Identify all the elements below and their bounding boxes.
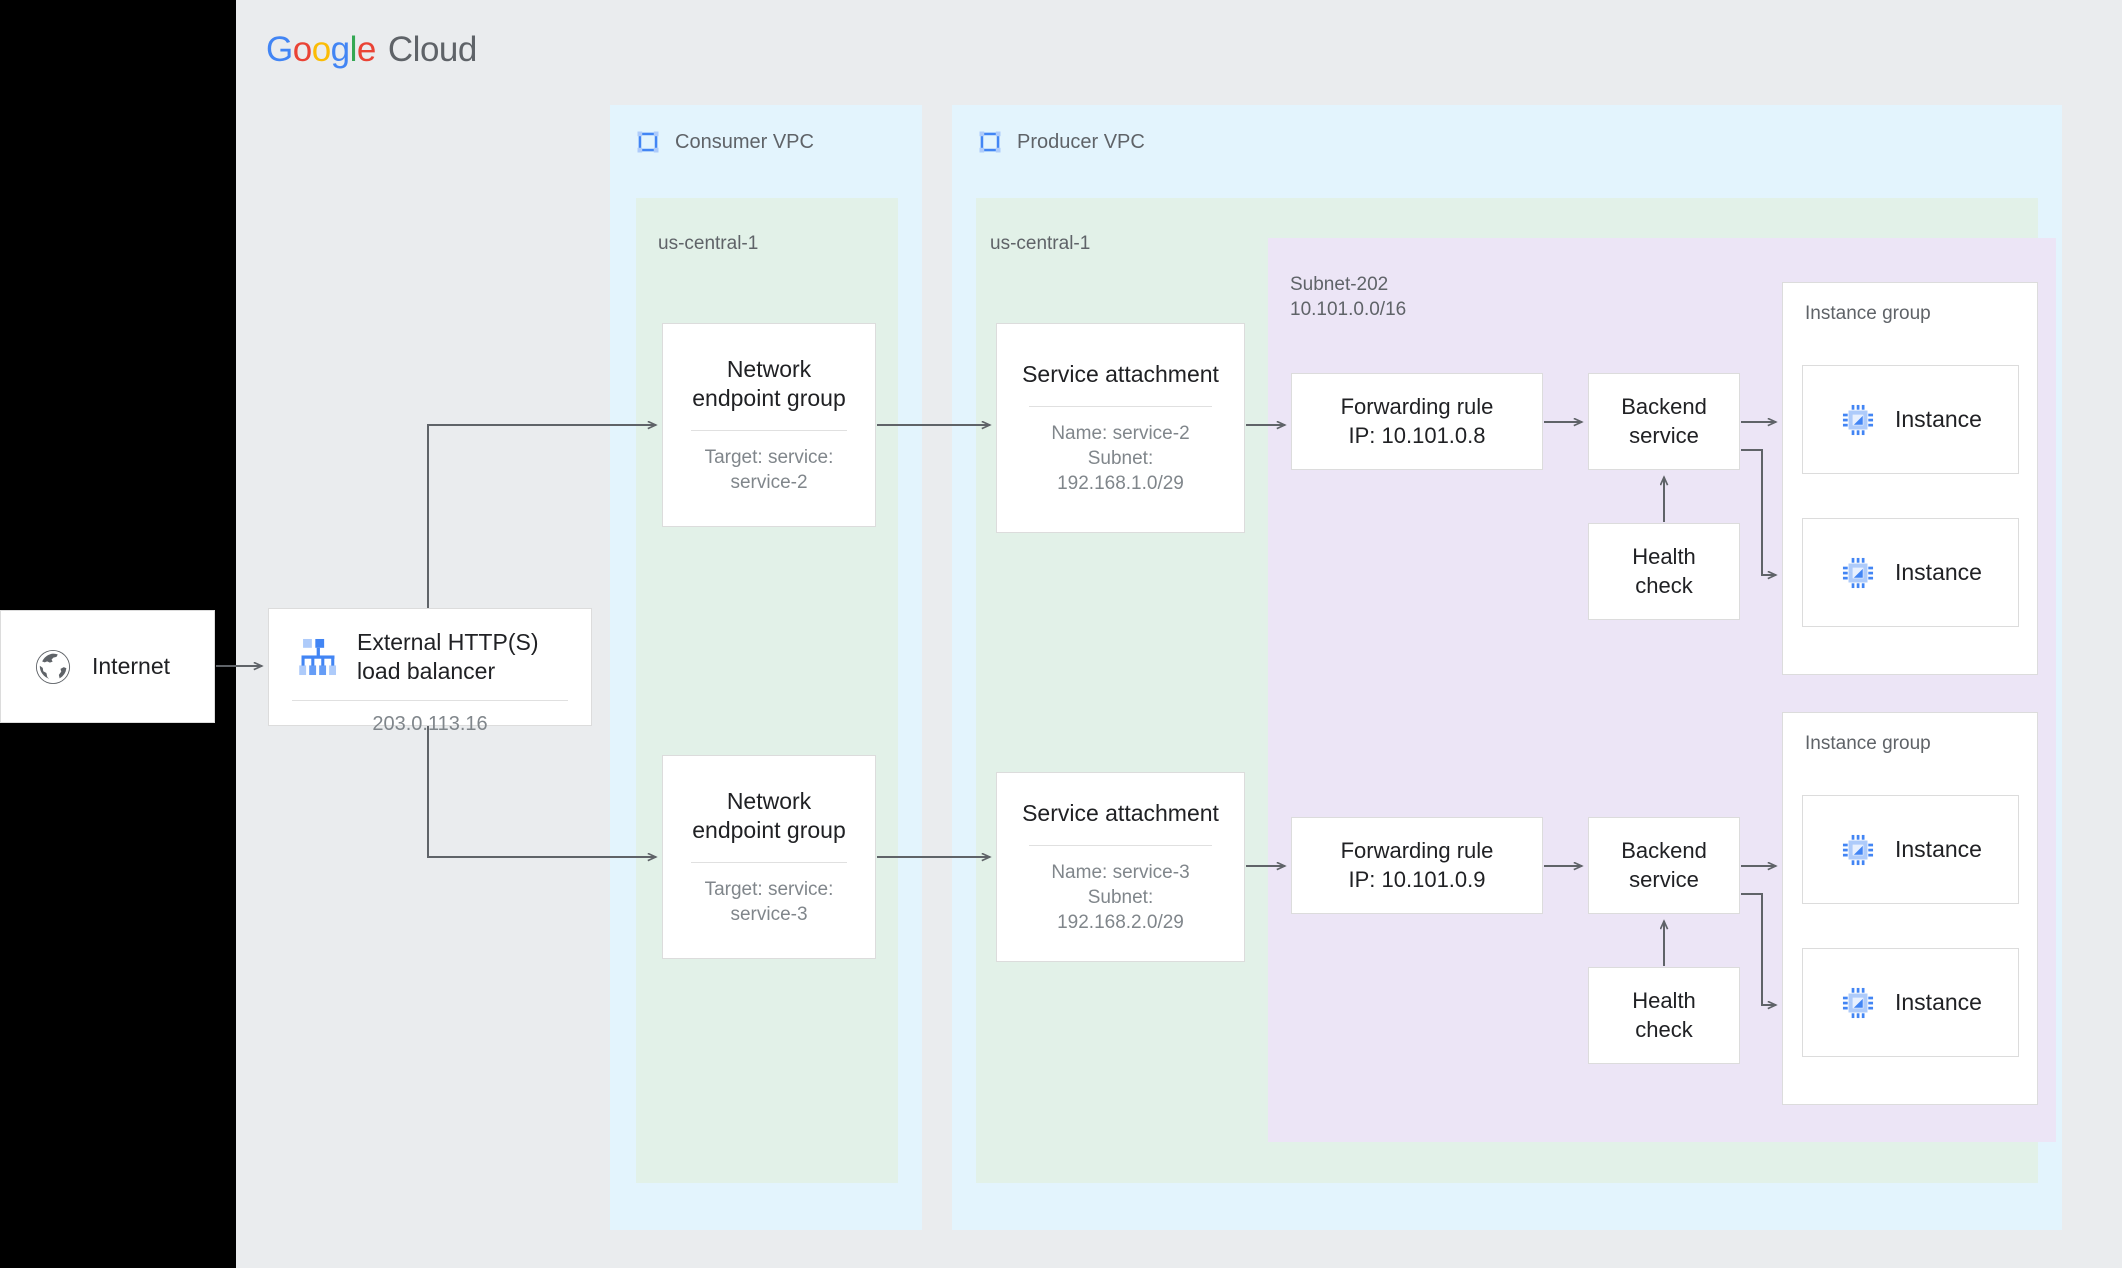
instance-group-2: Instance group Instance: [1782, 712, 2038, 1105]
fr-2-ip: IP: 10.101.0.9: [1348, 866, 1486, 892]
sa-1-divider: [1029, 405, 1212, 407]
sa-2-title: Service attachment: [1022, 800, 1219, 827]
sa-1-subnet-cidr: 192.168.1.0/29: [1057, 472, 1184, 494]
logo-letter-e: e: [356, 30, 376, 69]
vpc-network-icon: [976, 128, 1004, 156]
health-check-1[interactable]: Health check: [1588, 523, 1740, 620]
fr-1-text: Forwarding rule IP: 10.101.0.8: [1341, 393, 1494, 449]
logo-letter-g2: g: [330, 30, 350, 69]
vm-instance-icon: [1839, 401, 1877, 439]
vm-instance-icon: [1839, 984, 1877, 1022]
fr-1-ip: IP: 10.101.0.8: [1348, 422, 1486, 448]
hc-1-line1: Health: [1632, 544, 1696, 570]
load-balancer-icon: [295, 634, 341, 680]
hc-1-text: Health check: [1632, 543, 1696, 599]
external-http-load-balancer-node[interactable]: External HTTP(S) load balancer 203.0.113…: [268, 608, 592, 735]
google-cloud-logo: Google Cloud: [266, 30, 477, 70]
instance-group-1: Instance group Instance: [1782, 282, 2038, 675]
bs-1-text: Backend service: [1621, 393, 1707, 449]
internet-node[interactable]: Internet: [0, 610, 215, 723]
health-check-2[interactable]: Health check: [1588, 967, 1740, 1064]
instance-2-2-label: Instance: [1895, 989, 1982, 1015]
sa-2-subnet-label: Subnet:: [1087, 886, 1154, 908]
neg-1-divider: [690, 429, 848, 431]
vpc-network-icon: [634, 128, 662, 156]
hc-2-text: Health check: [1632, 987, 1696, 1043]
hc-1-line2: check: [1635, 572, 1693, 598]
backend-service-1[interactable]: Backend service: [1588, 373, 1740, 470]
fr-1-title: Forwarding rule: [1340, 394, 1494, 420]
instance-1-2-label: Instance: [1895, 559, 1982, 585]
sa-2-name: Name: service-3: [1051, 861, 1190, 883]
producer-vpc-header: Producer VPC: [976, 128, 1145, 156]
subnet-cidr: 10.101.0.0/16: [1290, 299, 1407, 321]
sa-2-subnet-cidr: 192.168.2.0/29: [1057, 911, 1184, 933]
subnet-202-label: Subnet-202 10.101.0.0/16: [1290, 272, 1406, 323]
sa-1-title: Service attachment: [1022, 361, 1219, 388]
logo-letter-l: l: [349, 30, 358, 69]
hc-2-line2: check: [1635, 1016, 1693, 1042]
globe-icon: [31, 645, 75, 689]
neg-2-title-line2: endpoint group: [692, 817, 846, 844]
logo-cloud-word: Cloud: [387, 30, 477, 69]
forwarding-rule-2[interactable]: Forwarding rule IP: 10.101.0.9: [1291, 817, 1543, 914]
instance-group-2-instance-2[interactable]: Instance: [1802, 948, 2019, 1057]
consumer-vpc-label: Consumer VPC: [675, 130, 814, 153]
lb-title-line2: load balancer: [357, 657, 496, 684]
bs-2-line2: service: [1629, 866, 1699, 892]
sa-1-details: Name: service-2 Subnet: 192.168.1.0/29: [1051, 421, 1189, 496]
lb-divider: [291, 699, 569, 701]
consumer-vpc-header: Consumer VPC: [634, 128, 814, 156]
neg-2-title-line1: Network: [726, 787, 812, 814]
instance-group-1-instance-1[interactable]: Instance: [1802, 365, 2019, 474]
vm-instance-icon: [1839, 831, 1877, 869]
lb-title: External HTTP(S) load balancer: [357, 628, 538, 686]
sa-2-divider: [1029, 844, 1212, 846]
bs-2-text: Backend service: [1621, 837, 1707, 893]
logo-letter-o1: o: [292, 30, 312, 69]
neg-2-sub-line1: Target: service:: [704, 878, 834, 900]
logo-letter-o2: o: [311, 30, 331, 69]
network-endpoint-group-1[interactable]: Network endpoint group Target: service: …: [662, 323, 876, 527]
instance-group-2-instance-1[interactable]: Instance: [1802, 795, 2019, 904]
fr-2-title: Forwarding rule: [1340, 838, 1494, 864]
bs-1-line2: service: [1629, 422, 1699, 448]
logo-letter-g: G: [266, 30, 293, 69]
neg-1-title-line1: Network: [726, 355, 812, 382]
instance-group-1-instance-2[interactable]: Instance: [1802, 518, 2019, 627]
bs-1-line1: Backend: [1621, 394, 1707, 420]
sa-1-subnet-label: Subnet:: [1087, 447, 1154, 469]
hc-2-line1: Health: [1632, 988, 1696, 1014]
instance-group-1-label: Instance group: [1805, 303, 1931, 324]
lb-title-line1: External HTTP(S): [357, 629, 539, 655]
network-endpoint-group-2[interactable]: Network endpoint group Target: service: …: [662, 755, 876, 959]
instance-2-1-label: Instance: [1895, 836, 1982, 862]
backend-service-2[interactable]: Backend service: [1588, 817, 1740, 914]
instance-group-2-label: Instance group: [1805, 733, 1931, 754]
producer-vpc-label: Producer VPC: [1017, 130, 1145, 153]
sa-2-details: Name: service-3 Subnet: 192.168.2.0/29: [1051, 860, 1189, 935]
neg-2-divider: [690, 861, 848, 863]
forwarding-rule-1[interactable]: Forwarding rule IP: 10.101.0.8: [1291, 373, 1543, 470]
neg-1-subtitle: Target: service: service-2: [705, 445, 834, 495]
neg-2-subtitle: Target: service: service-3: [705, 877, 834, 927]
neg-2-title: Network endpoint group: [692, 787, 845, 846]
producer-region-label: us-central-1: [990, 233, 1091, 254]
internet-label: Internet: [92, 653, 170, 679]
service-attachment-1[interactable]: Service attachment Name: service-2 Subne…: [996, 323, 1245, 533]
neg-1-sub-line2: service-2: [730, 471, 808, 493]
neg-2-sub-line2: service-3: [730, 903, 808, 925]
neg-1-sub-line1: Target: service:: [704, 446, 834, 468]
bs-2-line1: Backend: [1621, 838, 1707, 864]
neg-1-title: Network endpoint group: [692, 355, 845, 414]
fr-2-text: Forwarding rule IP: 10.101.0.9: [1341, 837, 1494, 893]
lb-ip-address: 203.0.113.16: [372, 712, 488, 735]
instance-1-1-label: Instance: [1895, 406, 1982, 432]
consumer-region-label: us-central-1: [658, 233, 759, 254]
service-attachment-2[interactable]: Service attachment Name: service-3 Subne…: [996, 772, 1245, 962]
sa-1-name: Name: service-2: [1051, 422, 1190, 444]
neg-1-title-line2: endpoint group: [692, 385, 846, 412]
vm-instance-icon: [1839, 554, 1877, 592]
subnet-name: Subnet-202: [1290, 274, 1389, 295]
